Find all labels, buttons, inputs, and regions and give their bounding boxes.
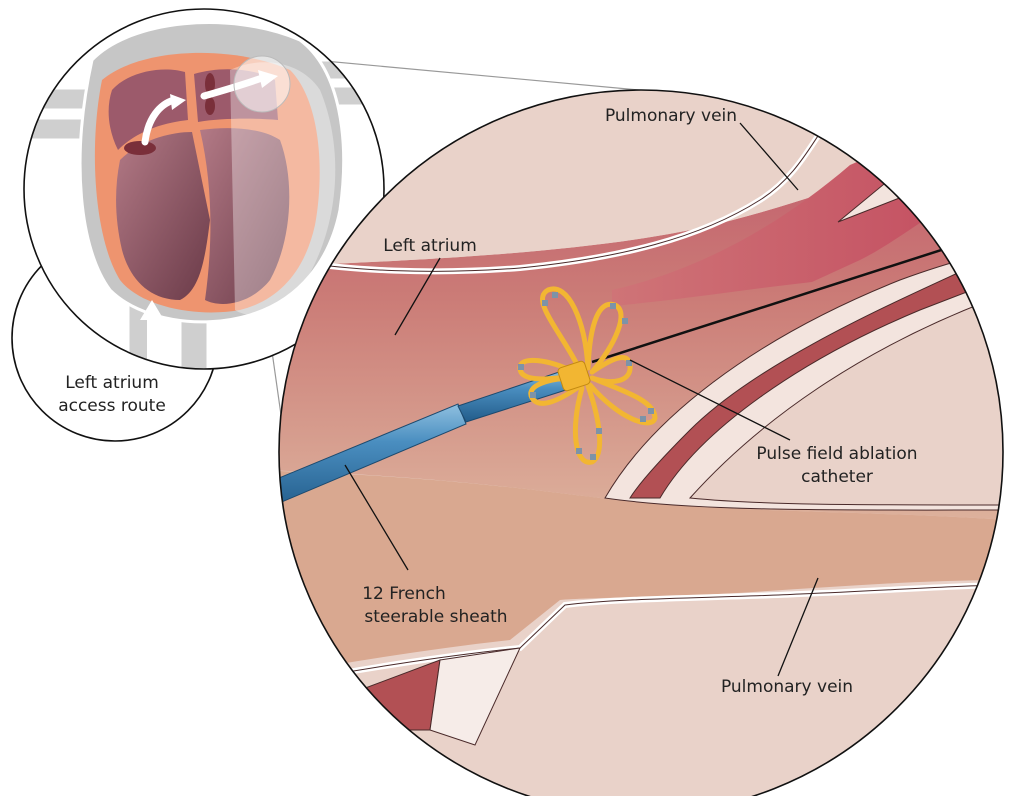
electrode (590, 454, 596, 460)
electrode (542, 300, 548, 306)
electrode (640, 416, 646, 422)
pulse-field-label-line1: Pulse field ablation (756, 444, 917, 464)
electrode (576, 448, 582, 454)
electrode (530, 392, 536, 398)
coronary-sinus (124, 141, 156, 155)
vein-opening-2 (205, 97, 215, 115)
access-route-label-line1: Left atrium (65, 373, 159, 393)
zoom-focus-circle (234, 56, 290, 112)
electrode (518, 364, 524, 370)
electrode (552, 292, 558, 298)
sheath-label-line1: 12 French (362, 584, 446, 604)
access-route-label-line2: access route (58, 396, 166, 416)
pulmonary-vein-bottom-label: Pulmonary vein (721, 677, 853, 697)
electrode (622, 318, 628, 324)
sheath-label-line2: steerable sheath (364, 607, 507, 627)
electrode (648, 408, 654, 414)
electrode (610, 303, 616, 309)
left-atrium-label: Left atrium (383, 236, 477, 256)
pulmonary-vein-top-label: Pulmonary vein (605, 106, 737, 126)
electrode (596, 428, 602, 434)
pulse-field-label-line2: catheter (801, 467, 873, 487)
